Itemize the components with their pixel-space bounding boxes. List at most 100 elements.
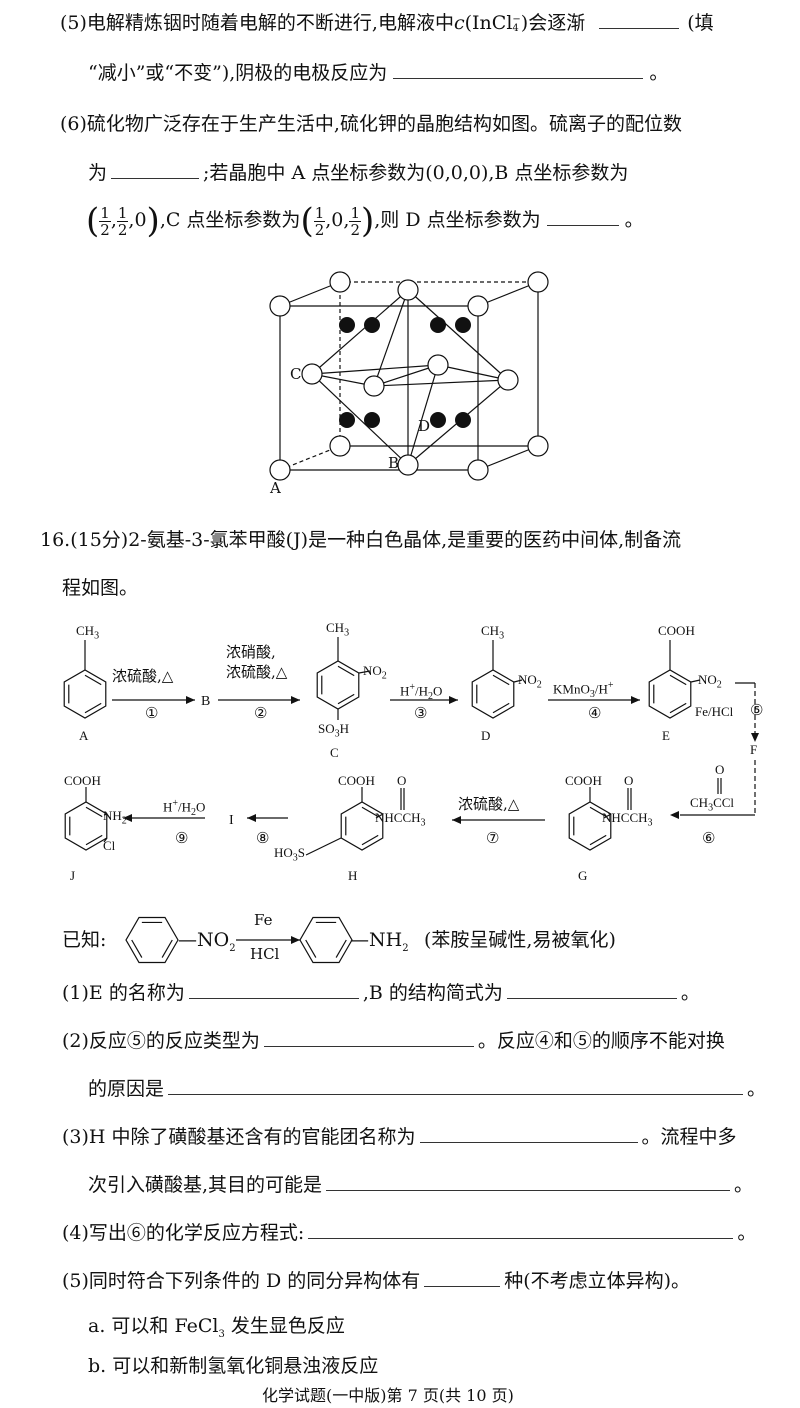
sulfide-ion-white bbox=[269, 295, 291, 317]
compound-g-label: G bbox=[578, 868, 588, 883]
compound-i-label: I bbox=[229, 813, 234, 828]
arrow-head bbox=[452, 816, 461, 824]
text: (填 bbox=[687, 12, 714, 34]
arrow-head bbox=[123, 814, 132, 822]
step-7: ⑦ bbox=[486, 829, 500, 847]
benzene-ring bbox=[316, 660, 360, 710]
potassium-ion-black bbox=[339, 317, 355, 333]
double-bond bbox=[492, 702, 510, 714]
q5-line1: (5)电解精炼铟时随着电解的不断进行,电解液中c(InCl−4)会逐渐 (填 bbox=[60, 10, 714, 35]
text: 2 bbox=[314, 220, 325, 239]
text: ;若晶胞中 A 点坐标参数为(0,0,0),B 点坐标参数为 bbox=[203, 162, 629, 184]
reagent-2a: 浓硝酸, bbox=[226, 643, 276, 661]
sulfide-ion-white bbox=[497, 369, 519, 391]
step-1: ① bbox=[145, 704, 159, 722]
benzene-ring bbox=[125, 916, 179, 964]
crystal-structure-diagram bbox=[269, 271, 549, 481]
answer-blank[interactable] bbox=[546, 207, 619, 226]
answer-blank[interactable] bbox=[188, 980, 359, 999]
face-diagonal bbox=[407, 364, 439, 466]
benzene-ring bbox=[471, 669, 515, 719]
answer-blank[interactable] bbox=[263, 1028, 474, 1047]
answer-blank[interactable] bbox=[326, 1172, 731, 1191]
condition-b: b. 可以和新制氢氧化铜悬浊液反应 bbox=[88, 1355, 379, 1377]
o-label: O bbox=[624, 773, 634, 788]
potassium-ion-black bbox=[364, 412, 380, 428]
compound-e-label: E bbox=[662, 728, 670, 743]
sulfide-ion-white bbox=[467, 295, 489, 317]
double-bond bbox=[85, 834, 103, 846]
potassium-ion-black bbox=[455, 412, 471, 428]
compound-c-label: C bbox=[330, 745, 339, 760]
answer-blank[interactable] bbox=[308, 1220, 734, 1239]
step-3: ③ bbox=[414, 704, 428, 722]
sulfide-ion-white bbox=[363, 375, 385, 397]
potassium-ion-black bbox=[430, 317, 446, 333]
double-bond bbox=[337, 665, 355, 677]
bond-line bbox=[103, 813, 108, 816]
double-bond bbox=[589, 806, 607, 818]
benzene-ring bbox=[648, 669, 692, 719]
q5-line2: “减小”或“不变”),阴极的电极反应为。 bbox=[88, 60, 668, 85]
known-prefix: 已知: bbox=[62, 929, 107, 951]
answer-blank[interactable] bbox=[506, 980, 677, 999]
bond-line bbox=[690, 679, 701, 683]
sulfide-ion-white bbox=[301, 363, 323, 385]
known-reagent-fe: Fe bbox=[254, 911, 273, 929]
sulfide-ion-white bbox=[427, 354, 449, 376]
arrow-head bbox=[186, 696, 195, 704]
text: 2 bbox=[117, 220, 128, 239]
text: , bbox=[343, 209, 350, 231]
compound-b-label: B bbox=[201, 694, 211, 709]
text: , bbox=[325, 209, 332, 231]
part-3: (3)H 中除了磺酸基还含有的官能团名称为。流程中多 bbox=[62, 1124, 737, 1148]
label-b: B bbox=[388, 454, 400, 472]
cl-label: Cl bbox=[103, 838, 116, 853]
text: ,则 D 点坐标参数为 bbox=[374, 209, 541, 231]
answer-blank[interactable] bbox=[419, 1124, 638, 1143]
double-bond bbox=[84, 674, 102, 686]
cooh-label: COOH bbox=[565, 773, 602, 788]
text: , bbox=[110, 209, 117, 231]
sulfide-ion-white bbox=[397, 279, 419, 301]
reagent-2b: 浓硫酸,△ bbox=[226, 663, 288, 681]
double-bond bbox=[361, 806, 379, 818]
double-bond bbox=[305, 939, 317, 958]
text: 2 bbox=[100, 220, 110, 239]
answer-blank[interactable] bbox=[111, 160, 200, 179]
compound-j-label: J bbox=[70, 868, 76, 883]
sulfide-ion-white bbox=[527, 435, 549, 457]
face-diagonal bbox=[311, 373, 409, 466]
answer-blank[interactable] bbox=[393, 60, 644, 79]
step-8: ⑧ bbox=[256, 829, 270, 847]
reagent-4: KMnO3/H+ bbox=[553, 680, 614, 700]
text: (InCl bbox=[464, 12, 513, 34]
text: 为 bbox=[88, 162, 108, 184]
potassium-ion-black bbox=[430, 412, 446, 428]
sulfide-ion-white bbox=[329, 271, 351, 293]
part-3-cont: 次引入磺酸基,其目的可能是。 bbox=[88, 1172, 754, 1196]
potassium-ion-black bbox=[455, 317, 471, 333]
reagent-9: H+/H2O bbox=[163, 798, 206, 818]
nh2-label: NH2 bbox=[103, 808, 127, 827]
face-diagonal bbox=[437, 364, 509, 381]
step-2: ② bbox=[254, 704, 268, 722]
double-bond bbox=[361, 834, 379, 846]
sulfide-ion-white bbox=[329, 435, 351, 457]
answer-blank[interactable] bbox=[424, 1268, 501, 1287]
reagent-3: H+/H2O bbox=[400, 682, 443, 702]
cooh-label: COOH bbox=[338, 773, 375, 788]
answer-blank[interactable] bbox=[168, 1076, 744, 1095]
part-2: (2)反应⑤的反应类型为。反应④和⑤的顺序不能对换 bbox=[62, 1028, 725, 1052]
ch3ccl-label: CH3CCl bbox=[690, 795, 735, 814]
part-1: (1)E 的名称为,B 的结构简式为。 bbox=[62, 980, 700, 1004]
known-note: (苯胺呈碱性,易被氧化) bbox=[424, 929, 616, 951]
text: 0 bbox=[134, 209, 147, 231]
arrow-head bbox=[247, 814, 256, 822]
arrow-head bbox=[291, 936, 300, 944]
label-c: C bbox=[290, 365, 302, 383]
text: c bbox=[453, 12, 465, 34]
answer-blank[interactable] bbox=[599, 10, 680, 29]
label-a: A bbox=[270, 479, 281, 497]
part-5: (5)同时符合下列条件的 D 的同分异构体有种(不考虑立体异构)。 bbox=[62, 1268, 691, 1292]
